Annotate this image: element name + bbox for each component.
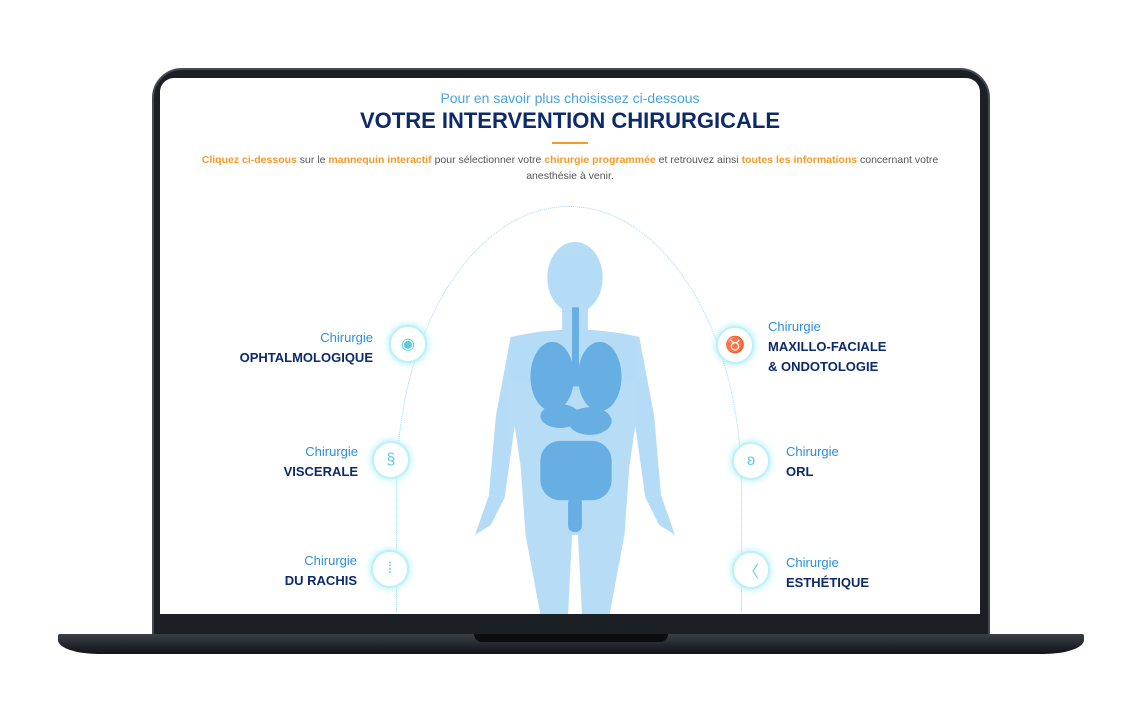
surgery-name-line2: & ONDOTOLOGIE xyxy=(768,359,879,374)
spine-icon[interactable]: ⁞ xyxy=(371,550,409,588)
surgery-name: DU RACHIS xyxy=(284,573,357,588)
intro-text: Cliquez ci-dessous sur le mannequin inte… xyxy=(190,152,950,184)
interactive-mannequin[interactable] xyxy=(450,238,700,614)
surgery-prefix: Chirurgie xyxy=(768,319,821,334)
surgery-name: VISCERALE xyxy=(283,464,358,479)
surgery-prefix: Chirurgie xyxy=(786,555,839,570)
intro-highlight: mannequin interactif xyxy=(328,154,432,166)
intro-text-part: pour sélectionner votre xyxy=(431,154,545,166)
subtitle: Pour en savoir plus choisissez ci-dessou… xyxy=(440,90,700,106)
surgery-name: MAXILLO-FACIALE xyxy=(768,339,887,354)
surgery-prefix: Chirurgie xyxy=(305,444,358,459)
surgery-prefix: Chirurgie xyxy=(304,553,357,568)
intro-highlight: Cliquez ci-dessous xyxy=(201,154,297,166)
laptop-base xyxy=(58,634,1084,654)
surgery-name: ESTHÉTIQUE xyxy=(786,575,870,590)
eye-icon[interactable]: ◉ xyxy=(389,325,427,363)
surgery-rachis-label[interactable]: Chirurgie DU RACHIS xyxy=(285,551,357,591)
nose-icon[interactable]: 〈 xyxy=(732,551,770,589)
intro-text-part: concernant votre anesthésie à venir. xyxy=(526,154,939,182)
surgery-prefix: Chirurgie xyxy=(786,444,839,459)
page-title: VOTRE INTERVENTION CHIRURGICALE xyxy=(359,108,781,133)
intro-highlight: chirurgie programmée xyxy=(544,154,656,166)
intro-text-part: sur le xyxy=(296,154,329,166)
tooth-icon[interactable]: ♉ xyxy=(716,326,754,364)
surgery-name: OPHTALMOLOGIQUE xyxy=(239,350,373,365)
intro-highlight: toutes les informations xyxy=(741,154,858,166)
intestine-icon[interactable]: § xyxy=(372,441,410,479)
surgery-name: ORL xyxy=(786,464,814,479)
ear-icon[interactable]: ʚ xyxy=(732,442,770,480)
divider xyxy=(552,142,588,144)
surgery-prefix: Chirurgie xyxy=(320,330,373,345)
screen: Pour en savoir plus choisissez ci-dessou… xyxy=(160,78,980,614)
intro-text-part: et retrouvez ainsi xyxy=(655,154,742,166)
laptop-notch xyxy=(474,634,668,642)
